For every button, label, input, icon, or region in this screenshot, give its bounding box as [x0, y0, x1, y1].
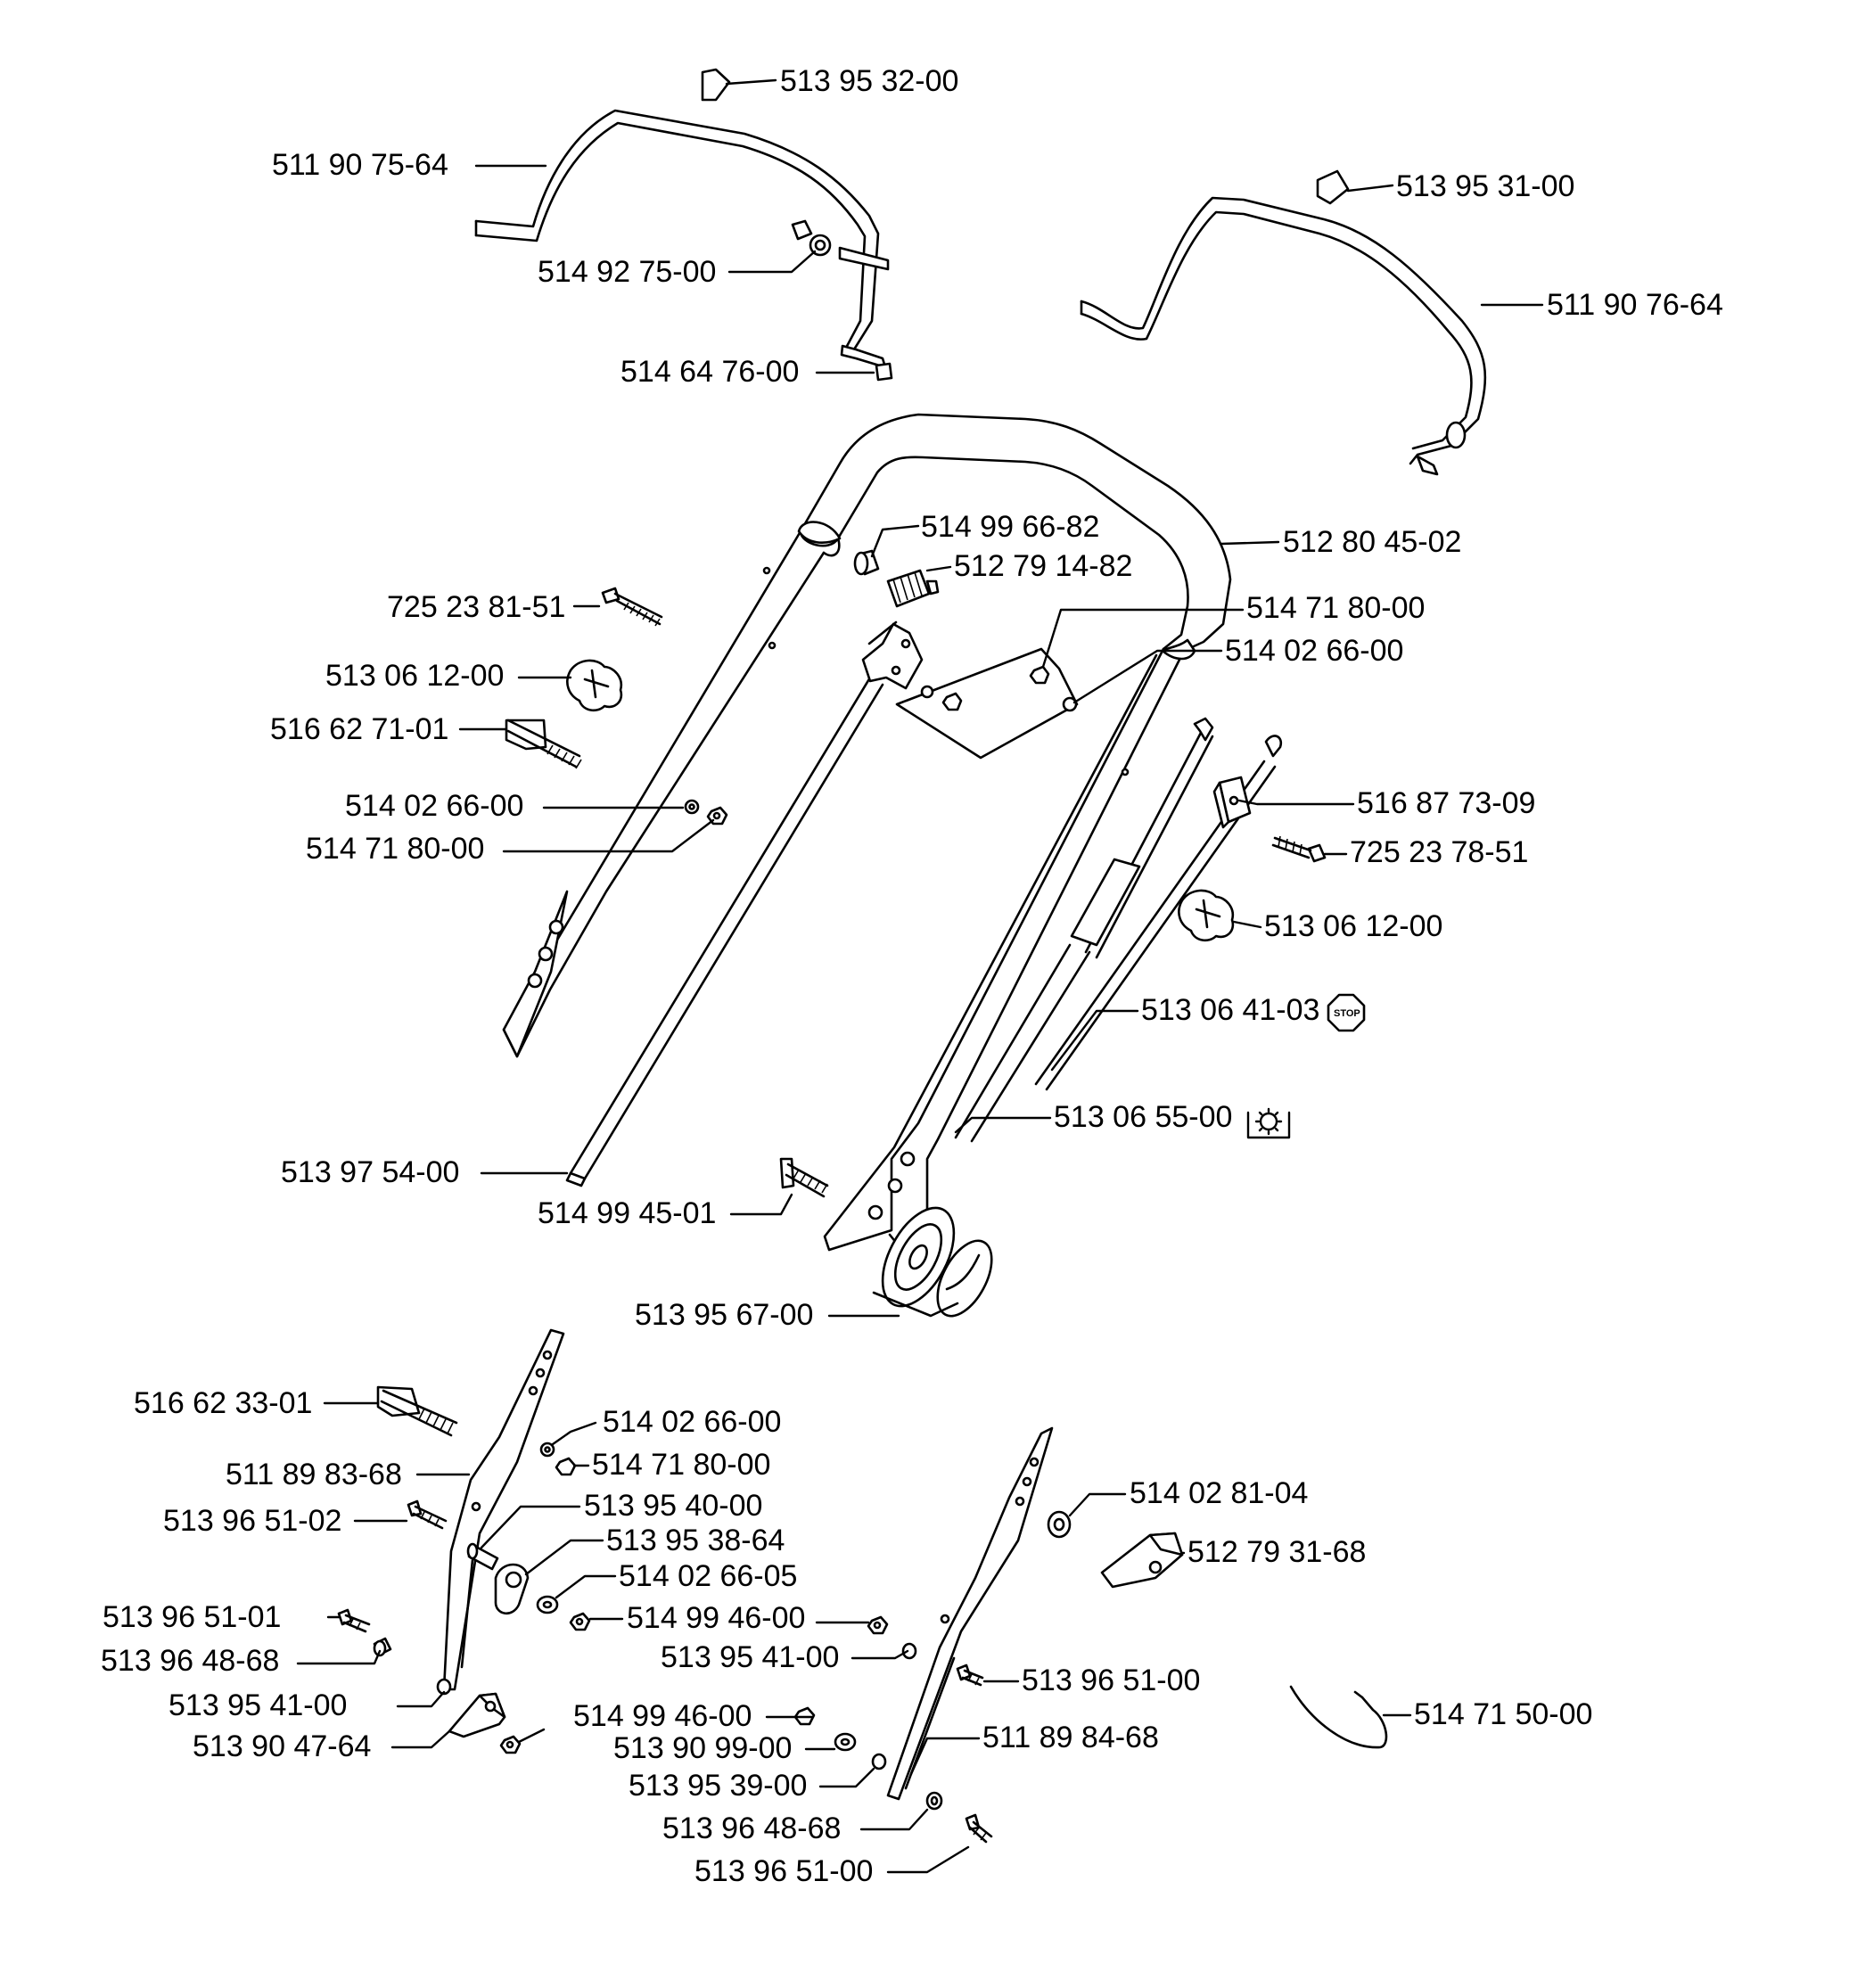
part-label: 514 02 66-05 — [619, 1559, 797, 1593]
part-label: 514 99 46-00 — [627, 1601, 805, 1635]
part-label: 725 23 81-51 — [387, 590, 565, 624]
washer-05 — [536, 1595, 559, 1614]
part-label: 513 96 48-68 — [662, 1811, 841, 1845]
part-label: 516 62 71-01 — [270, 712, 448, 746]
knob-left — [566, 659, 623, 712]
ratchet-wheel — [872, 1206, 993, 1318]
spring — [886, 569, 940, 608]
part-label: 514 71 50-00 — [1414, 1697, 1592, 1731]
part-label: 511 90 75-64 — [272, 148, 448, 182]
bolt-long — [601, 587, 663, 627]
part-label: 514 99 46-00 — [573, 1699, 752, 1733]
sun-gear-icon — [1246, 1107, 1291, 1139]
part-label: 513 95 38-64 — [606, 1524, 785, 1557]
part-label: 513 96 51-00 — [694, 1854, 873, 1888]
bushing — [791, 219, 832, 257]
part-label: 514 02 81-04 — [1130, 1476, 1308, 1510]
spring-clip — [1289, 1685, 1388, 1749]
nut-46-left — [569, 1612, 591, 1631]
part-label: 514 71 80-00 — [592, 1448, 770, 1482]
bolt-51-00-right — [956, 1664, 984, 1687]
washer-left — [684, 799, 700, 815]
part-label: 513 95 41-00 — [661, 1640, 839, 1674]
nut-46-lower — [499, 1735, 522, 1754]
cover-plate — [1100, 1532, 1184, 1589]
part-label: 514 02 66-00 — [603, 1405, 781, 1439]
part-label: 513 96 51-02 — [163, 1504, 341, 1538]
knob-cap — [853, 549, 880, 576]
part-label: 512 79 31-68 — [1187, 1535, 1366, 1569]
link-bracket — [448, 1692, 506, 1738]
part-label: 514 92 75-00 — [538, 255, 716, 289]
part-label: 514 02 66-00 — [1225, 634, 1403, 668]
part-label: 513 95 39-00 — [629, 1769, 807, 1803]
knob-right — [1178, 889, 1235, 942]
part-label: 513 06 12-00 — [1264, 909, 1442, 943]
pivot-bolt — [779, 1157, 829, 1198]
spacer-48-68-left — [373, 1637, 392, 1657]
washer-lower — [539, 1442, 555, 1458]
mounting-plate — [895, 647, 1079, 760]
part-label: 513 06 55-00 — [1054, 1100, 1232, 1134]
part-label: 514 64 76-00 — [620, 355, 799, 389]
part-label: 513 96 51-00 — [1022, 1664, 1200, 1697]
lower-bracket-left — [442, 1328, 565, 1691]
upper-handle-right — [1080, 169, 1487, 476]
bolt-lower-left — [407, 1499, 448, 1530]
spacer-48-68-right — [925, 1791, 943, 1811]
part-label: 513 95 41-00 — [168, 1688, 347, 1722]
part-label: 512 79 14-82 — [954, 549, 1132, 583]
bolt-short — [1271, 835, 1327, 863]
part-label: 513 96 51-01 — [103, 1600, 281, 1634]
part-label: 513 95 32-00 — [780, 64, 958, 98]
part-label: 514 71 80-00 — [306, 832, 484, 866]
main-handle — [502, 413, 1232, 1252]
part-label: 725 23 78-51 — [1350, 835, 1528, 869]
part-label: 516 62 33-01 — [134, 1386, 312, 1420]
part-label: 513 96 48-68 — [101, 1644, 279, 1678]
part-drawings — [337, 68, 1487, 1844]
link-plate — [494, 1563, 530, 1614]
part-label: 514 71 80-00 — [1246, 591, 1425, 625]
part-label: 513 95 31-00 — [1396, 169, 1574, 203]
part-label: 513 95 67-00 — [635, 1298, 813, 1332]
part-label: 516 87 73-09 — [1357, 786, 1535, 820]
part-label: 514 99 45-01 — [538, 1196, 716, 1230]
cam-pin-lower — [376, 1385, 458, 1437]
bolt-51-00-bottom — [965, 1813, 993, 1844]
part-label: 514 02 66-00 — [345, 789, 523, 823]
spacer-39 — [871, 1753, 887, 1770]
part-label: 513 06 41-03 — [1141, 993, 1319, 1027]
part-label: 511 89 84-68 — [982, 1721, 1159, 1754]
cam-pin — [505, 719, 582, 769]
leader-lines — [296, 78, 1544, 1874]
nut-46-right — [867, 1615, 889, 1635]
nut-lower — [555, 1457, 577, 1476]
part-label: 513 90 99-00 — [613, 1731, 792, 1765]
part-label: 513 90 47-64 — [193, 1729, 371, 1763]
part-label: 512 80 45-02 — [1283, 525, 1461, 559]
pin — [466, 1542, 499, 1571]
svg-text:STOP: STOP — [1334, 1008, 1360, 1019]
bolt-51-01 — [337, 1608, 371, 1633]
part-label: 514 99 66-82 — [921, 510, 1099, 544]
part-label: 513 06 12-00 — [325, 659, 504, 693]
part-labels: 513 95 32-00 511 90 75-64 514 92 75-00 5… — [101, 64, 1723, 1888]
part-label: 511 90 76-64 — [1547, 288, 1723, 322]
upper-handle-left — [474, 68, 890, 369]
cable-assembly — [954, 717, 1283, 1143]
spacer-41-right — [901, 1642, 917, 1660]
stop-sign-icon: STOP — [1327, 993, 1366, 1032]
part-label: 513 95 40-00 — [584, 1489, 762, 1523]
washer-81-04 — [1047, 1510, 1072, 1539]
part-label: 511 89 83-68 — [226, 1458, 402, 1491]
spacer-41-left — [436, 1678, 452, 1696]
end-cap — [875, 362, 893, 382]
control-rod — [565, 620, 924, 1187]
washer-99-00 — [834, 1732, 857, 1752]
part-label: 513 97 54-00 — [281, 1155, 459, 1189]
